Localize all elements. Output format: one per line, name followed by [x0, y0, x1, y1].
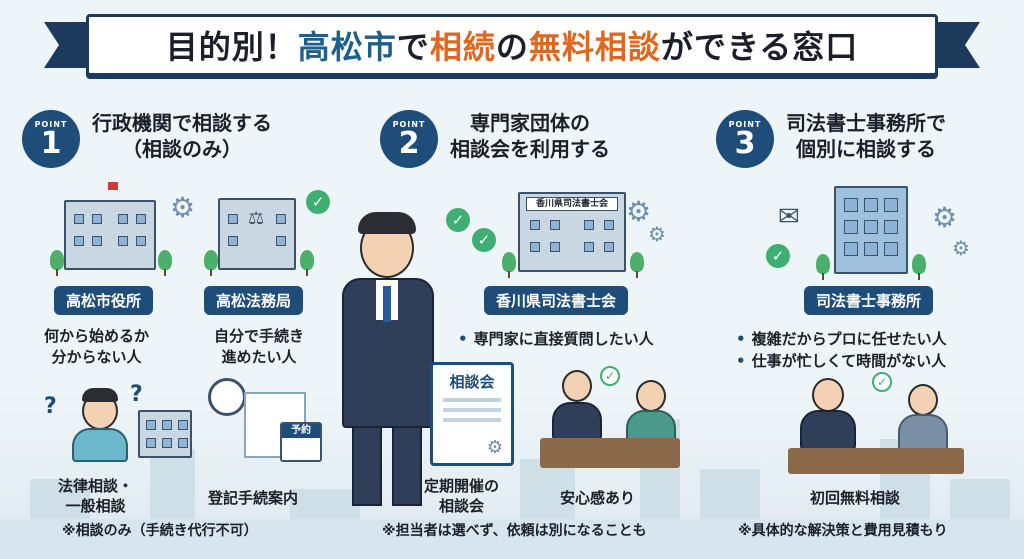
clock-icon: [208, 378, 246, 416]
tree-icon: [912, 254, 926, 280]
point-1-heading: POINT 1 行政機関で相談する （相談のみ）: [22, 110, 332, 168]
point-2-note: ※担当者は選べず、依頼は別になることも: [382, 523, 647, 539]
point-1-note: ※相談のみ（手続き代行不可）: [62, 523, 258, 539]
gear-icon: ⚙: [932, 201, 958, 234]
association-label: 香川県司法書士会: [484, 286, 629, 315]
ground: [0, 519, 1024, 559]
point-3-badge: POINT 3: [716, 110, 774, 168]
calendar-icon: 予約: [280, 422, 322, 462]
judicial-scrivener-association-building-icon: 香川県司法書士会: [518, 192, 626, 272]
flag-icon: [108, 182, 118, 190]
point-2-heading: POINT 2 専門家団体の 相談会を利用する: [380, 110, 686, 168]
client-person-icon: [636, 380, 666, 412]
meeting-table: [540, 438, 680, 468]
law-office-building-icon: [834, 186, 908, 274]
gear-icon: ⚙: [170, 191, 196, 224]
law-office-label: 司法書士事務所: [804, 286, 934, 315]
tree-icon: [204, 250, 218, 276]
question-icon: ?: [44, 394, 57, 419]
page-title: 目的別！高松市で相続の無料相談ができる窓口: [165, 28, 859, 66]
gear-icon: ⚙: [626, 195, 652, 228]
tree-icon: [502, 252, 516, 278]
legal-bureau-target: 自分で手続き 進めたい人: [214, 327, 305, 366]
city-hall-target: 何から始めるか 分からない人: [44, 327, 150, 366]
registration-guide-label: 登記手続案内: [208, 489, 299, 507]
check-icon: ✓: [446, 208, 470, 232]
city-hall-icon: [64, 200, 156, 270]
reassurance-label: 安心感あり: [560, 489, 636, 507]
point-3-target-list: 複雑だからプロに任せたい人 仕事が忙しくて時間がない人: [736, 328, 947, 372]
point-3-section: POINT 3 司法書士事務所で 個別に相談する ✉ ✓ ⚙ ⚙ 司法書士事務所…: [712, 110, 1022, 550]
office-building-icon: [138, 410, 192, 458]
question-icon: ?: [130, 382, 143, 407]
point-3-heading: POINT 3 司法書士事務所で 個別に相談する: [716, 110, 1022, 168]
scales-icon: ⚖: [248, 208, 265, 229]
point-2-target-list: 専門家に直接質問したい人: [458, 328, 654, 350]
check-icon: ✓: [472, 228, 496, 252]
point-2-badge: POINT 2: [380, 110, 438, 168]
envelope-icon: ✉: [778, 202, 800, 232]
legal-bureau-label: 高松法務局: [204, 286, 304, 315]
point-2-section: POINT 2 専門家団体の 相談会を利用する ✓ ✓ 香川県司法書士会 ⚙ ⚙…: [376, 110, 686, 550]
lawyer-person-icon: [812, 378, 844, 412]
consultant-person-icon: [562, 370, 592, 402]
gear-icon: ⚙: [952, 236, 970, 260]
gear-icon: ⚙: [648, 222, 666, 246]
check-icon: ✓: [766, 244, 790, 268]
check-icon: ✓: [872, 372, 892, 392]
tree-icon: [300, 250, 314, 276]
legal-bureau-icon: ⚖: [218, 198, 296, 270]
consultation-board: 相談会 ⚙: [430, 362, 514, 466]
point-1-badge: POINT 1: [22, 110, 80, 168]
tree-icon: [816, 254, 830, 280]
check-icon: ✓: [600, 366, 620, 386]
tree-icon: [50, 250, 64, 276]
tree-icon: [158, 250, 172, 276]
title-banner: 目的別！高松市で相続の無料相談ができる窓口: [86, 14, 938, 76]
free-first-consultation-label: 初回無料相談: [810, 489, 901, 507]
point-1-section: POINT 1 行政機関で相談する （相談のみ） ⚙ ⚖ ✓ 高松市役所 高松法…: [22, 110, 332, 550]
city-hall-label: 高松市役所: [54, 286, 154, 315]
regular-session-label: 定期開催の 相談会: [424, 477, 500, 515]
check-icon: ✓: [306, 190, 330, 214]
legal-consultation-label: 法律相談・ 一般相談: [58, 477, 134, 515]
client-person-icon: [908, 384, 938, 416]
meeting-table: [788, 448, 964, 474]
point-3-note: ※具体的な解決策と費用見積もり: [738, 523, 948, 539]
presenter-figure: [330, 210, 450, 520]
tree-icon: [630, 252, 644, 278]
